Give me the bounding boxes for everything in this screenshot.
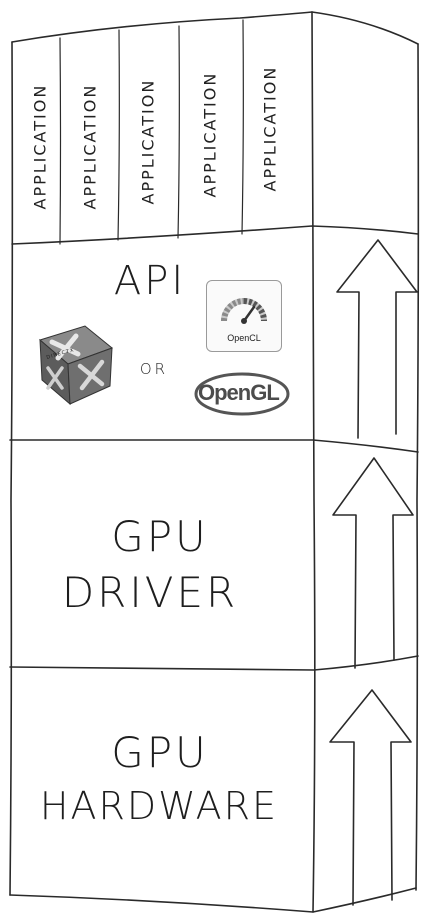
- hardware-line-2: HARDWARE: [39, 784, 279, 828]
- directx-cube-icon: DIRECTX: [30, 318, 120, 408]
- boundary-apps-api: [11, 225, 419, 245]
- box-right-edge: [415, 43, 420, 891]
- application-label-5: APPLICATION: [260, 65, 280, 192]
- up-arrow-driver: [332, 457, 414, 669]
- up-arrow-hardware: [329, 689, 412, 906]
- box-top-edge: [11, 11, 313, 43]
- box-bottom-edge: [9, 887, 417, 913]
- api-title: API: [113, 258, 187, 304]
- boundary-driver-hardware: [9, 655, 419, 671]
- opencl-logo: OpenCL: [206, 280, 282, 352]
- app-divider-4: [241, 19, 244, 235]
- application-label-4: APPLICATION: [200, 71, 220, 198]
- app-divider-3: [177, 25, 180, 239]
- app-divider-2: [117, 29, 120, 241]
- hardware-line-1: GPU: [111, 728, 209, 777]
- up-arrow-api: [336, 239, 418, 439]
- opengl-logo: OpenGL: [194, 372, 314, 416]
- application-label-1: APPLICATION: [30, 83, 50, 210]
- opencl-label: OpenCL: [227, 333, 261, 343]
- opencl-gauge-icon: [221, 298, 267, 324]
- box-left-edge: [9, 41, 14, 896]
- boundary-api-driver: [9, 439, 419, 453]
- driver-line-2: DRIVER: [61, 568, 239, 617]
- opengl-label: OpenGL: [198, 380, 280, 405]
- box-top-right-edge: [311, 11, 419, 45]
- box-corner-edge: [311, 11, 316, 913]
- application-label-2: APPLICATION: [80, 83, 100, 210]
- app-divider-1: [59, 37, 62, 245]
- or-label: OR: [139, 360, 169, 378]
- driver-line-1: GPU: [111, 512, 209, 561]
- application-label-3: APPLICATION: [138, 78, 158, 205]
